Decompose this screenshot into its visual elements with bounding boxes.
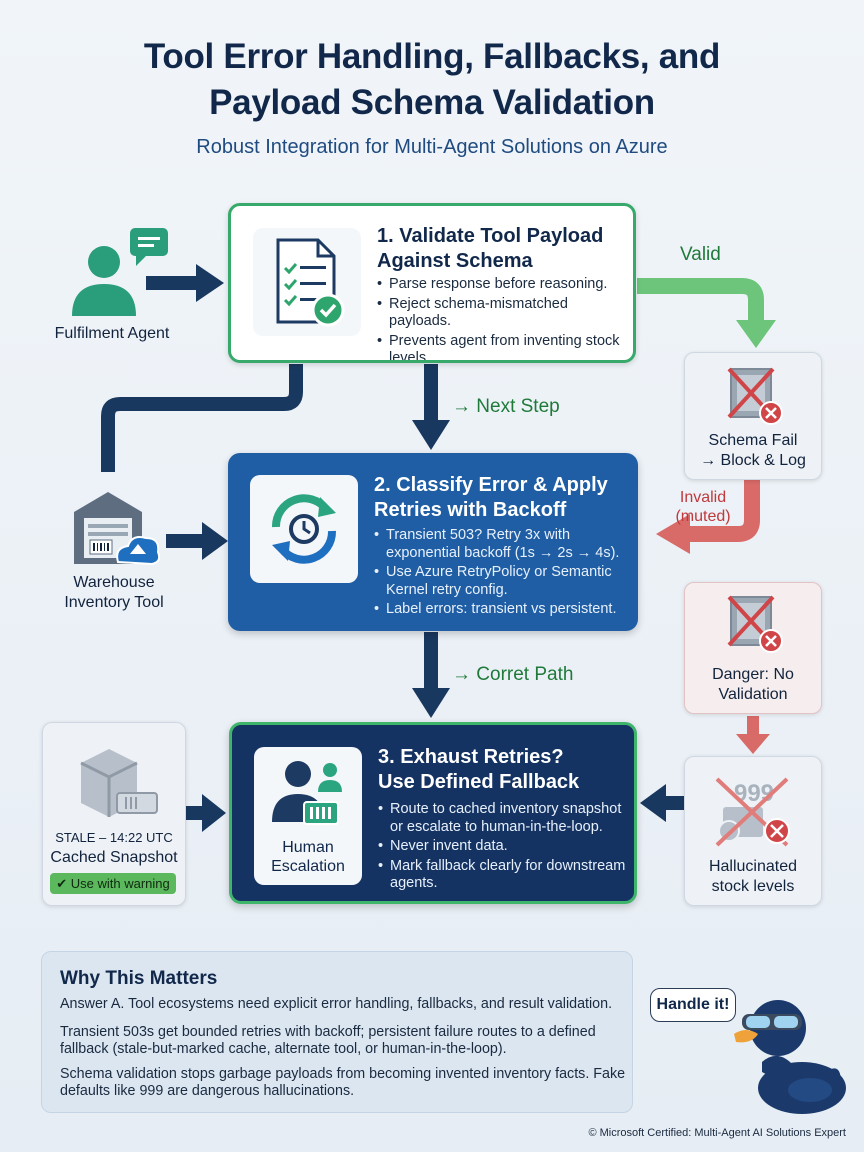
fulfilment-agent-label: Fulfilment Agent <box>54 325 170 342</box>
why-paragraph-3: Schema validation stops garbage payloads… <box>60 1066 626 1099</box>
human-escalation-box: Human Escalation <box>254 747 362 885</box>
correct-path-label: → Corret Path <box>452 664 574 685</box>
valid-label: Valid <box>680 244 721 265</box>
human-line-2: Escalation <box>271 858 345 875</box>
title-line-2: Payload Schema Validation <box>209 83 655 122</box>
arrow-danger-to-hallucinated <box>736 716 770 754</box>
step-validate-card: 1. Validate Tool Payload Against Schema … <box>228 203 636 363</box>
stale-timestamp: STALE – 14:22 UTC <box>55 830 173 845</box>
list-item: Route to cached inventory snapshot or es… <box>378 801 628 836</box>
why-heading: Why This Matters <box>60 968 218 989</box>
arrow-valid <box>637 278 776 348</box>
step-1-bullets: Parse response before reasoning. Reject … <box>377 276 627 361</box>
step-2-title-line-1: 2. Classify Error & Apply <box>374 474 608 496</box>
list-item: Parse response before reasoning. <box>377 276 627 294</box>
stale-cache-box-icon <box>80 749 158 817</box>
step-3-bullets: Route to cached inventory snapshot or es… <box>378 801 628 895</box>
warehouse-line-2: Inventory Tool <box>64 594 164 611</box>
hallucinated-line-1: Hallucinated <box>708 858 798 875</box>
duck-mascot-icon <box>734 1000 846 1114</box>
schema-fail-line-1: Schema Fail <box>708 432 798 449</box>
invalid-label: Invalid (muted) <box>668 488 738 526</box>
list-item: Mark fallback clearly for downstream age… <box>378 858 628 893</box>
why-paragraph-2: Transient 503s get bounded retries with … <box>60 1024 596 1057</box>
next-step-label: → Next Step <box>452 396 560 417</box>
arrow-hallucinated-to-fallback <box>640 784 684 822</box>
schema-fail-label: Schema Fail → Block & Log <box>685 431 821 471</box>
schema-fail-box: Schema Fail → Block & Log <box>684 352 822 480</box>
danger-label: Danger: No Validation <box>685 665 821 705</box>
step-2-bullets: Transient 503? Retry 3x with exponential… <box>374 527 624 621</box>
step-3-title: 3. Exhaust Retries? Use Defined Fallback <box>378 745 579 795</box>
page-subtitle: Robust Integration for Multi-Agent Solut… <box>196 136 668 158</box>
checklist-document-icon <box>253 228 361 336</box>
step-1-title-line-2: Against Schema <box>377 250 533 272</box>
blocked-document-icon <box>727 367 783 425</box>
use-with-warning-badge: ✔ Use with warning <box>50 873 176 894</box>
step-2-title: 2. Classify Error & Apply Retries with B… <box>374 473 608 523</box>
list-item: Reject schema-mismatched payloads. <box>377 296 627 331</box>
hallucinated-line-2: stock levels <box>711 878 795 895</box>
arrow-next-step <box>412 364 450 450</box>
step-classify-card: 2. Classify Error & Apply Retries with B… <box>228 453 638 631</box>
footer-credit: © Microsoft Certified: Multi-Agent AI So… <box>588 1127 846 1139</box>
step-3-title-line-1: 3. Exhaust Retries? <box>378 746 564 768</box>
warehouse-tool-label: Warehouse Inventory Tool <box>44 573 184 613</box>
hallucinated-label: Hallucinated stock levels <box>685 857 821 897</box>
hallucinated-data-icon: 999 <box>715 777 790 847</box>
speech-bubble: Handle it! <box>650 988 736 1022</box>
invalid-line-2: (muted) <box>675 508 731 525</box>
arrow-cached-to-fallback <box>186 794 226 832</box>
title-block: Tool Error Handling, Fallbacks, and Payl… <box>0 34 864 159</box>
use-with-warning-text: Use with warning <box>70 876 170 891</box>
step-fallback-card: Human Escalation 3. Exhaust Retries? Use… <box>229 722 637 904</box>
why-paragraph-1: Answer A. Tool ecosystems need explicit … <box>60 996 613 1012</box>
arrow-agent-to-validate <box>146 264 224 302</box>
danger-line-2: Validation <box>718 686 788 703</box>
arrow-validate-to-warehouse <box>101 364 303 472</box>
list-item: Use Azure RetryPolicy or Semantic Kernel… <box>374 564 624 599</box>
warehouse-cloud-icon <box>74 492 161 566</box>
title-line-1: Tool Error Handling, Fallbacks, and <box>143 37 721 76</box>
list-item: Prevents agent from inventing stock leve… <box>377 333 627 361</box>
invalid-line-1: Invalid <box>679 489 727 506</box>
human-line-1: Human <box>282 839 334 856</box>
human-escalation-label: Human Escalation <box>271 838 345 876</box>
schema-fail-line-2: → Block & Log <box>700 452 806 469</box>
warehouse-line-1: Warehouse <box>73 574 155 591</box>
cached-snapshot-label: Cached Snapshot <box>50 849 178 866</box>
danger-line-1: Danger: No <box>712 666 794 683</box>
list-item: Transient 503? Retry 3x with exponential… <box>374 527 624 562</box>
arrow-warehouse-to-classify <box>166 522 228 560</box>
arrow-invalid <box>656 478 760 554</box>
danger-no-validation-box: Danger: No Validation <box>684 582 822 714</box>
arrow-correct-path <box>412 632 450 718</box>
blocked-document-icon <box>727 595 783 653</box>
step-1-title-line-1: 1. Validate Tool Payload <box>377 225 604 247</box>
hallucinated-stock-box: 999 Hallucinated stock levels <box>684 756 822 906</box>
list-item: Never invent data. <box>378 838 628 856</box>
human-escalation-icon <box>272 761 342 825</box>
step-1-title: 1. Validate Tool Payload Against Schema <box>377 224 603 274</box>
check-icon: ✔ <box>56 876 68 891</box>
why-this-matters-panel: Why This Matters Answer A. Tool ecosyste… <box>41 951 633 1113</box>
step-3-title-line-2: Use Defined Fallback <box>378 771 580 793</box>
list-item: Label errors: transient vs persistent. <box>374 601 624 619</box>
page-title: Tool Error Handling, Fallbacks, and Payl… <box>0 34 864 126</box>
retry-cycle-icon <box>250 475 358 583</box>
step-2-title-line-2: Retries with Backoff <box>374 499 567 521</box>
agent-chat-icon <box>72 228 168 316</box>
